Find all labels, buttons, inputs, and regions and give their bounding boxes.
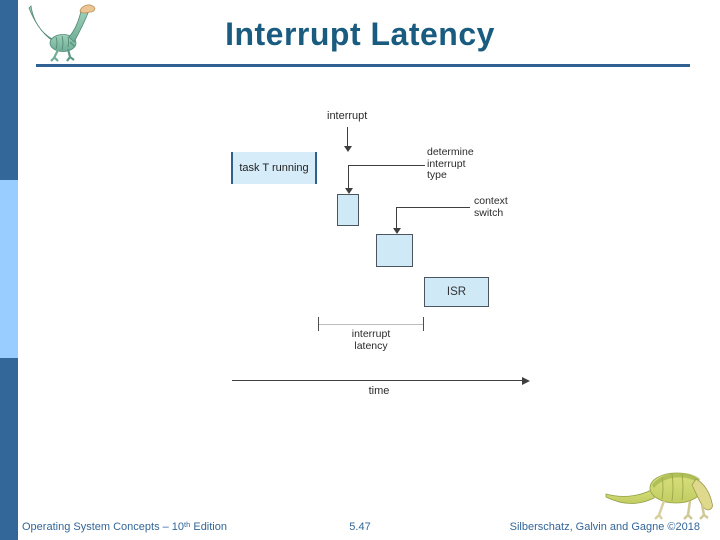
interrupt-label: interrupt bbox=[327, 110, 368, 122]
sidebar-top-segment bbox=[0, 0, 18, 180]
time-label: time bbox=[368, 385, 390, 397]
dinosaur-footer-icon bbox=[605, 472, 713, 520]
interrupt-arrowhead bbox=[344, 146, 352, 152]
latency-bracket-right-tick bbox=[423, 317, 424, 331]
time-axis-line bbox=[232, 380, 524, 381]
determine-label-line3: type bbox=[427, 169, 447, 181]
determine-arrowhead bbox=[345, 188, 353, 194]
latency-label-line2: latency bbox=[354, 339, 388, 352]
latency-bracket-line bbox=[318, 324, 424, 325]
isr-label: ISR bbox=[446, 286, 467, 298]
page-title: Interrupt Latency bbox=[225, 16, 495, 52]
latency-bracket-left-tick bbox=[318, 317, 319, 331]
latency-label: interrupt latency bbox=[331, 328, 411, 352]
determine-connector-vertical bbox=[348, 165, 349, 188]
footer-book-title-prefix: Operating System Concepts – 10 bbox=[22, 521, 185, 533]
footer-page-number: 5.47 bbox=[349, 521, 371, 533]
footer-book-title: Operating System Concepts – 10th Edition bbox=[22, 519, 227, 534]
sidebar-bottom-segment bbox=[0, 358, 18, 540]
task-running-label: task T running bbox=[239, 162, 309, 174]
determine-connector-horizontal bbox=[348, 165, 425, 166]
latency-label-line1: interrupt bbox=[351, 328, 391, 340]
context-connector-horizontal bbox=[396, 207, 470, 208]
footer-book-title-sup: th bbox=[184, 519, 191, 529]
footer-authors: Silberschatz, Galvin and Gagne ©2018 bbox=[509, 521, 700, 533]
determine-box bbox=[337, 194, 359, 226]
determine-label-line2: interrupt bbox=[427, 157, 466, 170]
context-label-line2: switch bbox=[474, 206, 504, 219]
context-connector-vertical bbox=[396, 207, 397, 229]
context-switch-box bbox=[376, 234, 413, 267]
context-arrowhead bbox=[393, 228, 401, 234]
interrupt-arrow-line bbox=[347, 127, 348, 147]
sidebar-middle-segment bbox=[0, 180, 18, 358]
dinosaur-logo-icon bbox=[28, 4, 96, 62]
context-label-line1: context bbox=[474, 195, 508, 207]
footer-book-title-suffix: Edition bbox=[190, 521, 227, 533]
context-label: context switch bbox=[474, 195, 508, 219]
task-running-box: task T running bbox=[231, 152, 317, 184]
time-axis-arrowhead bbox=[522, 377, 530, 385]
determine-label: determine interrupt type bbox=[427, 146, 474, 182]
determine-label-line1: determine bbox=[427, 146, 474, 158]
isr-box: ISR bbox=[424, 277, 489, 307]
title-underline bbox=[36, 64, 690, 67]
